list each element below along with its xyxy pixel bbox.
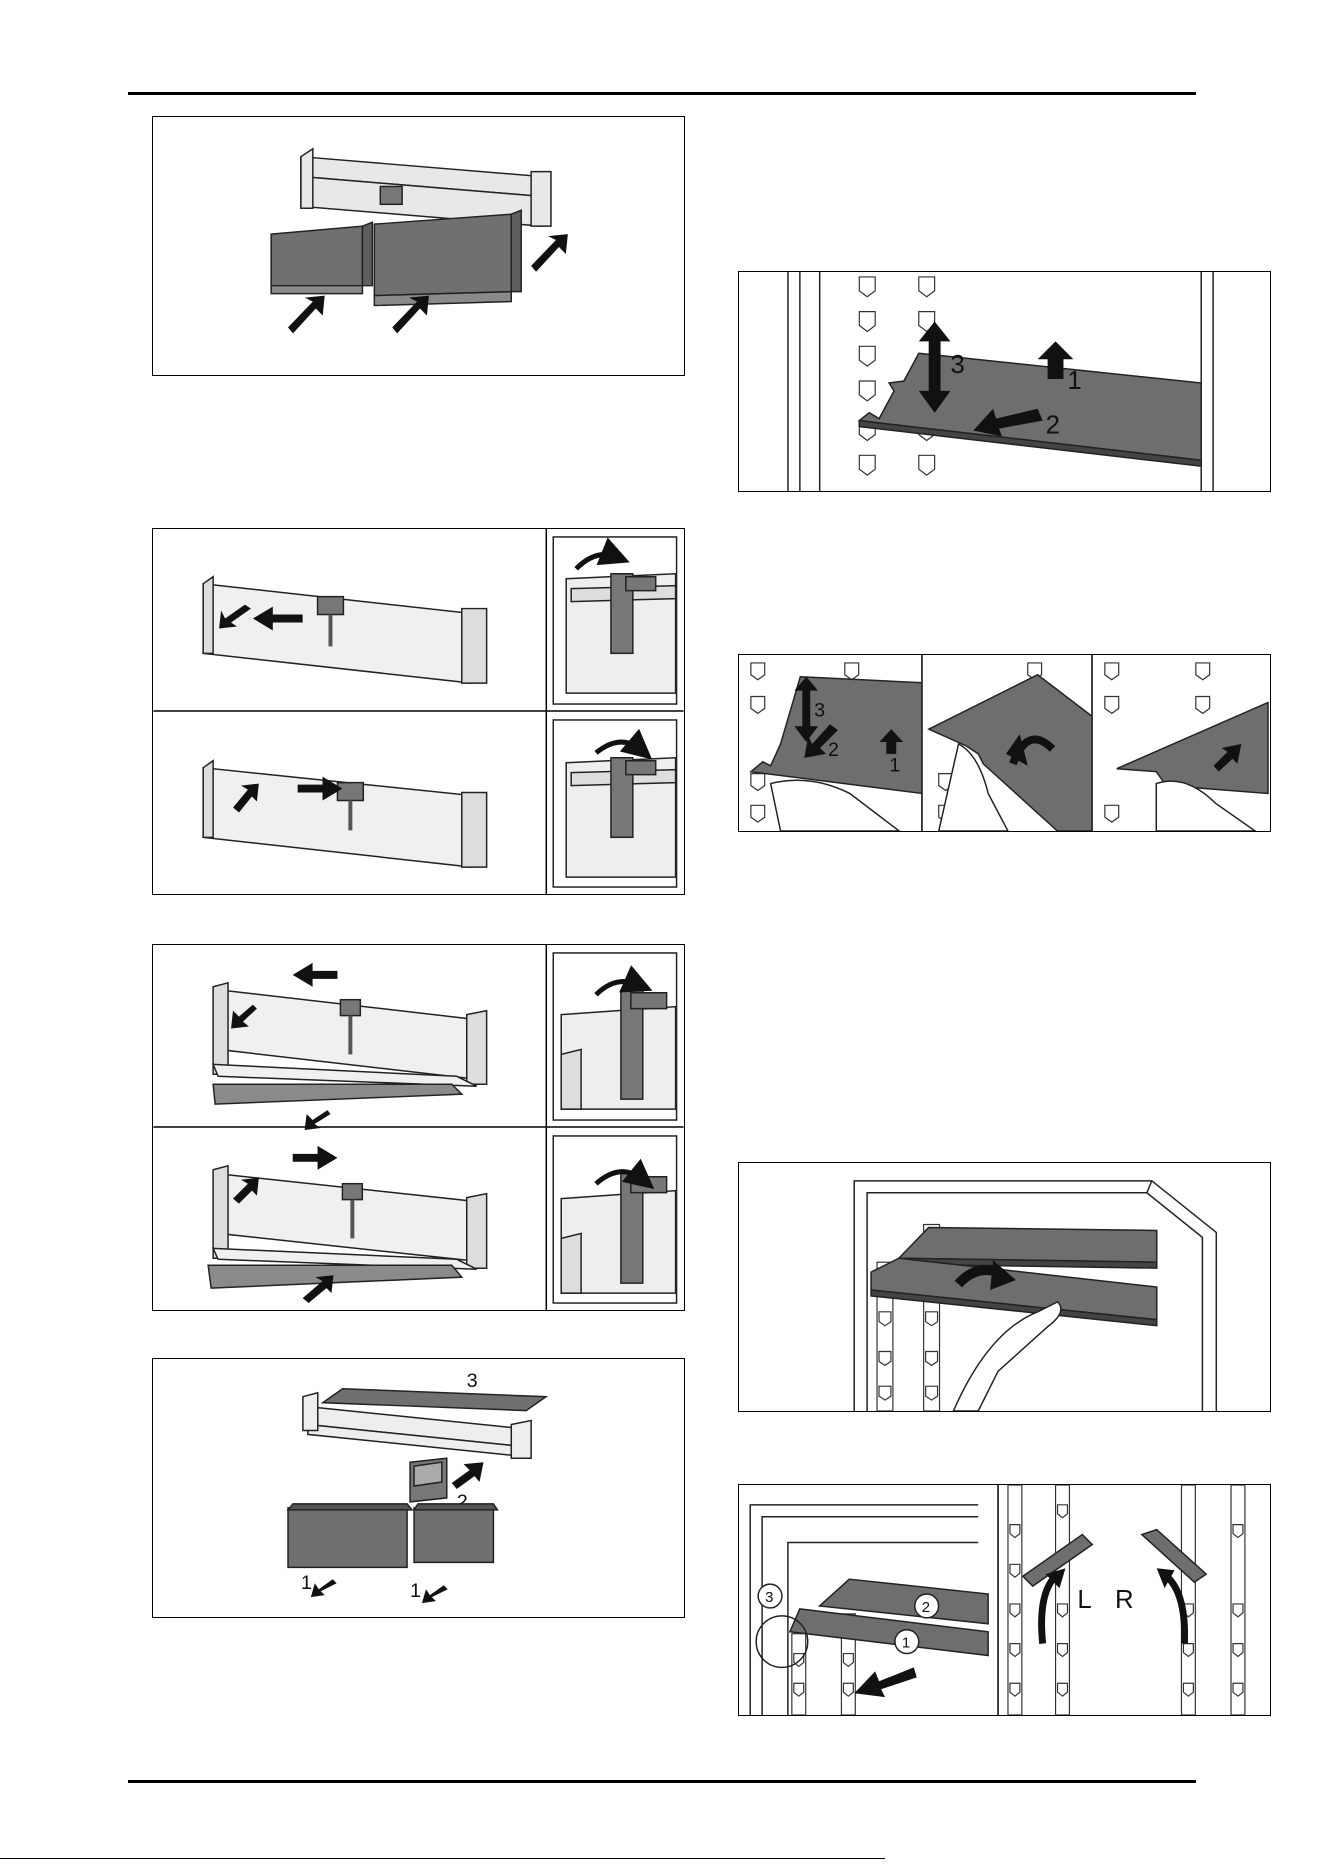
detail-row-1 bbox=[553, 537, 676, 704]
footnote-rule bbox=[0, 1858, 885, 1859]
footer-rule bbox=[128, 1780, 1196, 1783]
arrow-pull bbox=[854, 1667, 916, 1697]
label-right: R bbox=[1115, 1586, 1134, 1614]
label-hand-3: 3 bbox=[814, 699, 825, 721]
rack-row-1 bbox=[203, 577, 486, 683]
divider-part-2 bbox=[410, 1458, 447, 1502]
figure-rails-left-right: 3 2 1 bbox=[738, 1484, 1271, 1716]
hand-shelf-insert bbox=[953, 1302, 1060, 1411]
rack-plate-row-1 bbox=[213, 983, 487, 1104]
glass-shelf bbox=[859, 353, 1201, 466]
figure-hand-removal-steps: 3 2 1 bbox=[738, 654, 1271, 832]
arrow-left-rail bbox=[1042, 1576, 1056, 1643]
label-part-3: 3 bbox=[467, 1370, 478, 1392]
label-part-1a: 1 bbox=[301, 1572, 312, 1594]
figure-rack-parts: 3 2 1 1 bbox=[152, 1358, 685, 1618]
label-badge-2: 2 bbox=[922, 1600, 930, 1616]
label-hand-1: 1 bbox=[889, 755, 900, 777]
drawer-part-1-left bbox=[288, 1504, 412, 1568]
label-part-1b: 1 bbox=[410, 1580, 421, 1602]
hand-step-2 bbox=[929, 663, 1092, 831]
arrow-part-1a bbox=[311, 1579, 337, 1597]
hand-step-3 bbox=[1105, 663, 1268, 831]
figure-shelf-removal: 3 1 2 bbox=[738, 271, 1271, 492]
arrow-part-2 bbox=[452, 1462, 484, 1489]
rails-shelves bbox=[790, 1579, 988, 1655]
figure-drawer-rack-insert bbox=[152, 116, 685, 376]
shelves bbox=[871, 1227, 1157, 1325]
detail-row-2 bbox=[553, 720, 676, 887]
top-plate-part-3 bbox=[323, 1389, 546, 1411]
label-left: L bbox=[1077, 1586, 1091, 1614]
label-step-1: 1 bbox=[1067, 367, 1081, 395]
figure-rack-with-plate bbox=[152, 944, 685, 1311]
label-step-2: 2 bbox=[1046, 412, 1060, 440]
drawer-part-1-right bbox=[414, 1504, 497, 1563]
detail-plate-row-2 bbox=[553, 1136, 676, 1303]
label-hand-2: 2 bbox=[828, 739, 839, 761]
figure-divider-slide bbox=[152, 528, 685, 895]
rack-row-2 bbox=[203, 761, 486, 867]
header-rule bbox=[128, 92, 1196, 95]
drawer-right-drawing bbox=[374, 210, 521, 305]
label-badge-3: 3 bbox=[765, 1590, 773, 1606]
label-step-3: 3 bbox=[950, 351, 964, 379]
figure-shelf-insertion bbox=[738, 1162, 1271, 1412]
label-badge-1: 1 bbox=[902, 1636, 910, 1652]
detail-plate-row-1 bbox=[553, 953, 676, 1120]
drawer-left-drawing bbox=[271, 222, 372, 293]
arrow-part-1b bbox=[422, 1585, 448, 1603]
